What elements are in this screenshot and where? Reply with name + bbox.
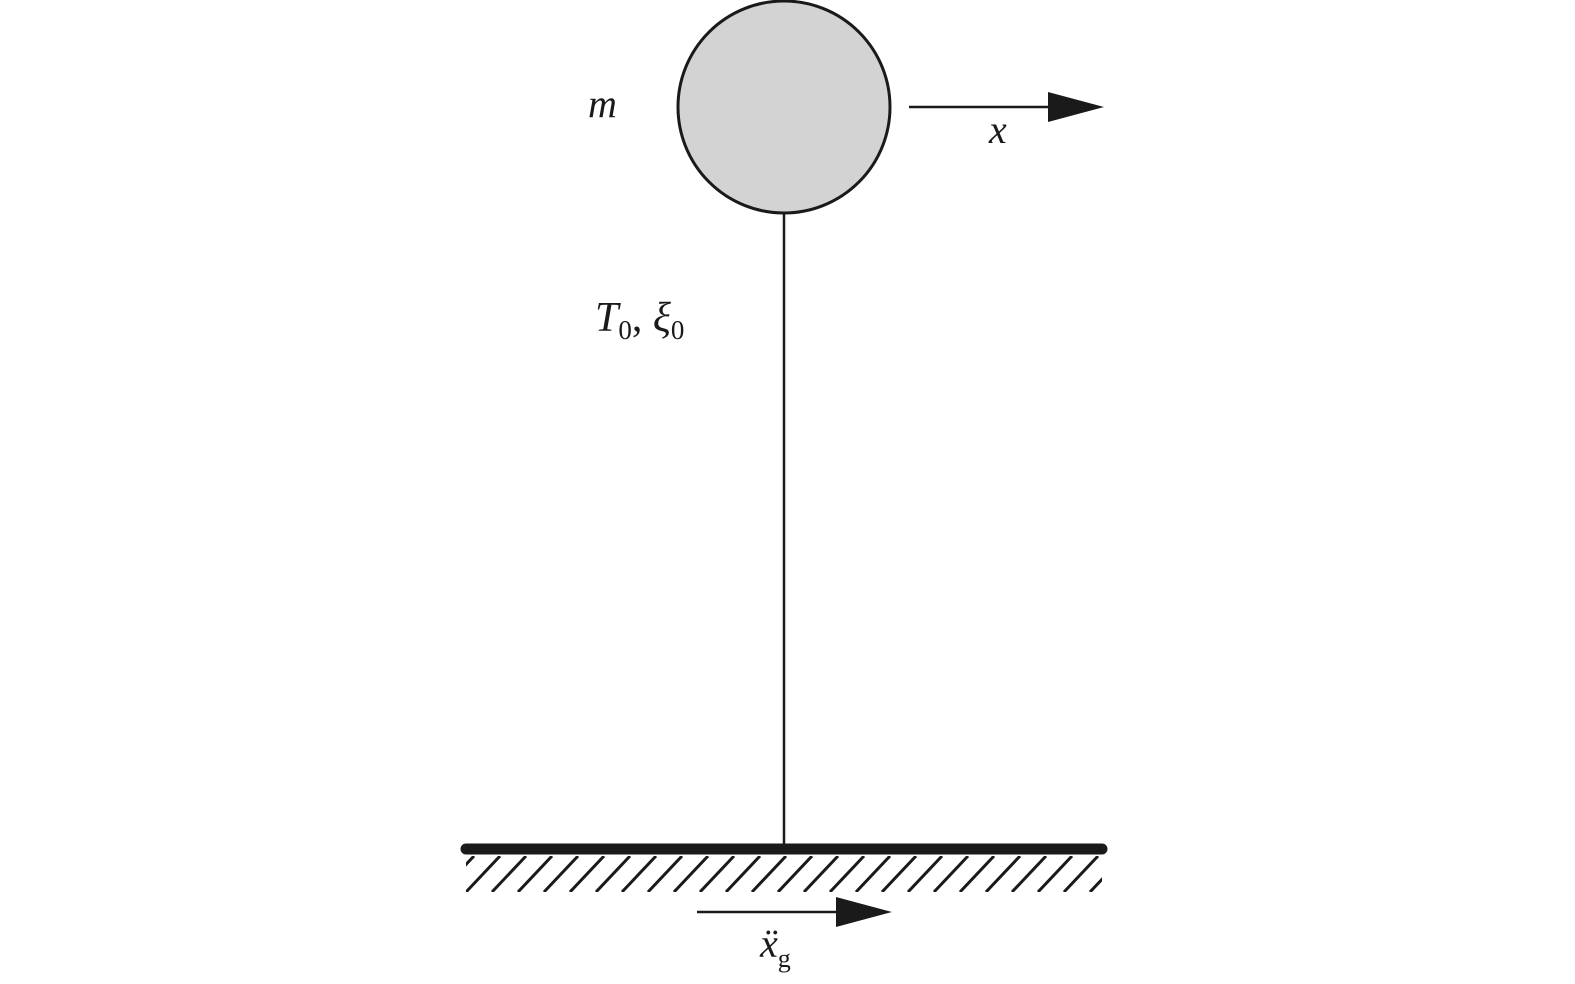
ground-accel-label: ẍg xyxy=(759,921,791,973)
hatch-line xyxy=(1036,856,1074,892)
hatch-line xyxy=(932,856,970,892)
mass-circle xyxy=(676,0,892,215)
hatch-line xyxy=(646,856,684,892)
ground-accel-arrow-icon xyxy=(697,897,892,927)
hatch-line xyxy=(776,856,814,892)
damping-subscript: 0 xyxy=(671,315,685,345)
hatch-line xyxy=(490,856,528,892)
hatch-line xyxy=(958,856,996,892)
hatch-line xyxy=(854,856,892,892)
period-damping-label: T0, ξ0 xyxy=(595,295,684,345)
hatch-line xyxy=(466,856,476,867)
hatch-line xyxy=(594,856,632,892)
hatch-line xyxy=(620,856,658,892)
hatch-line xyxy=(542,856,580,892)
hatch-line xyxy=(672,856,710,892)
ground-accel-subscript: g xyxy=(778,944,791,973)
mass-label: m xyxy=(588,81,617,126)
hatch-line xyxy=(1116,856,1150,892)
hatch-line xyxy=(698,856,736,892)
hatch-line xyxy=(568,856,606,892)
displacement-arrow-icon xyxy=(909,92,1104,122)
damping-symbol: ξ xyxy=(653,295,671,341)
period-symbol: T xyxy=(595,295,621,341)
hatch-line xyxy=(984,856,1022,892)
ground-accel-symbol: ẍ xyxy=(759,921,778,966)
hatch-line xyxy=(1062,856,1100,892)
hatch-line xyxy=(750,856,788,892)
hatch-line xyxy=(1010,856,1048,892)
hatch-line xyxy=(880,856,918,892)
hatch-line xyxy=(724,856,762,892)
period-subscript: 0 xyxy=(618,315,632,345)
hatch-line xyxy=(1088,877,1102,892)
hatch-line xyxy=(906,856,944,892)
hatch-line xyxy=(516,856,554,892)
ground-hatch xyxy=(466,856,1150,892)
hatch-line xyxy=(828,856,866,892)
hatch-line xyxy=(802,856,840,892)
label-separator: , xyxy=(632,295,653,341)
displacement-label: x xyxy=(988,107,1007,152)
hatch-line xyxy=(466,856,502,892)
